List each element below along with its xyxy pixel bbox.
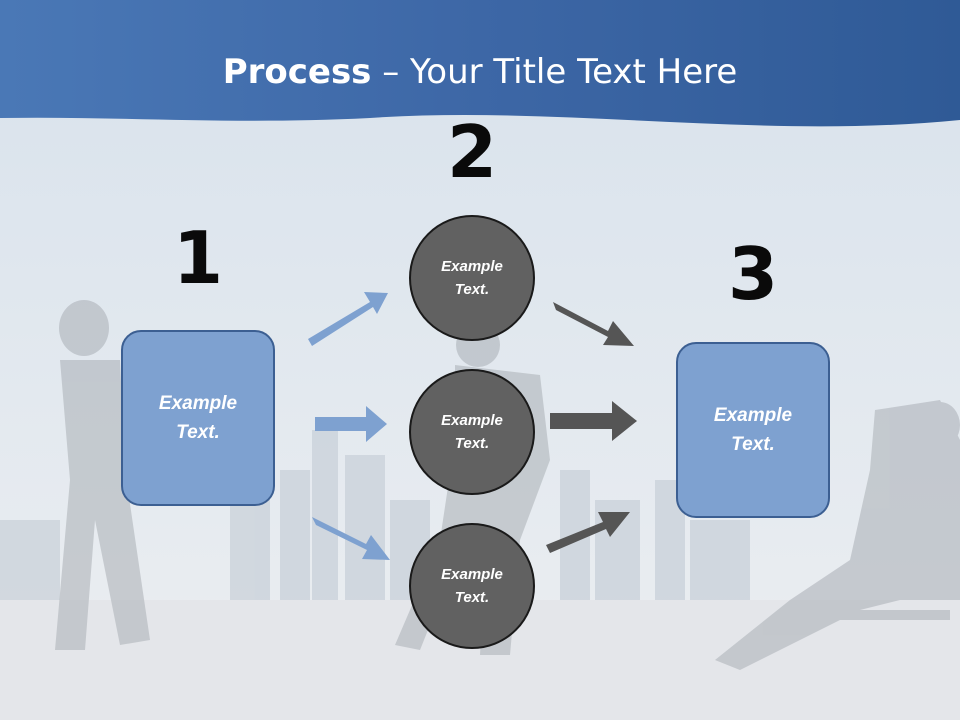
title-bold: Process [222, 52, 372, 92]
step-3-box: Example Text. [676, 342, 830, 518]
title-rest: – Your Title Text Here [371, 52, 738, 92]
page-title: Process – Your Title Text Here [0, 52, 960, 92]
step-1-box: Example Text. [121, 330, 275, 506]
circle-top: Example Text. [409, 215, 535, 341]
circle-middle: Example Text. [409, 369, 535, 495]
circle-top-label: Example Text. [441, 258, 503, 298]
step-3-label: Example Text. [713, 405, 793, 455]
arrow-blue-down-icon [312, 517, 390, 560]
circle-middle-label: Example Text. [441, 412, 503, 452]
step-number-3: 3 [727, 232, 779, 316]
arrow-blue-right-icon [315, 406, 387, 442]
circle-bottom: Example Text. [409, 523, 535, 649]
step-number-1: 1 [172, 216, 224, 300]
header-band [0, 0, 960, 127]
arrow-gray-down-icon [553, 302, 634, 346]
arrow-gray-right-icon [550, 401, 637, 441]
arrow-gray-up-icon [546, 512, 630, 553]
arrow-blue-up-icon [308, 292, 388, 346]
step-1-label: Example Text. [158, 393, 238, 443]
circle-bottom-label: Example Text. [441, 566, 503, 606]
step-number-2: 2 [446, 110, 498, 194]
